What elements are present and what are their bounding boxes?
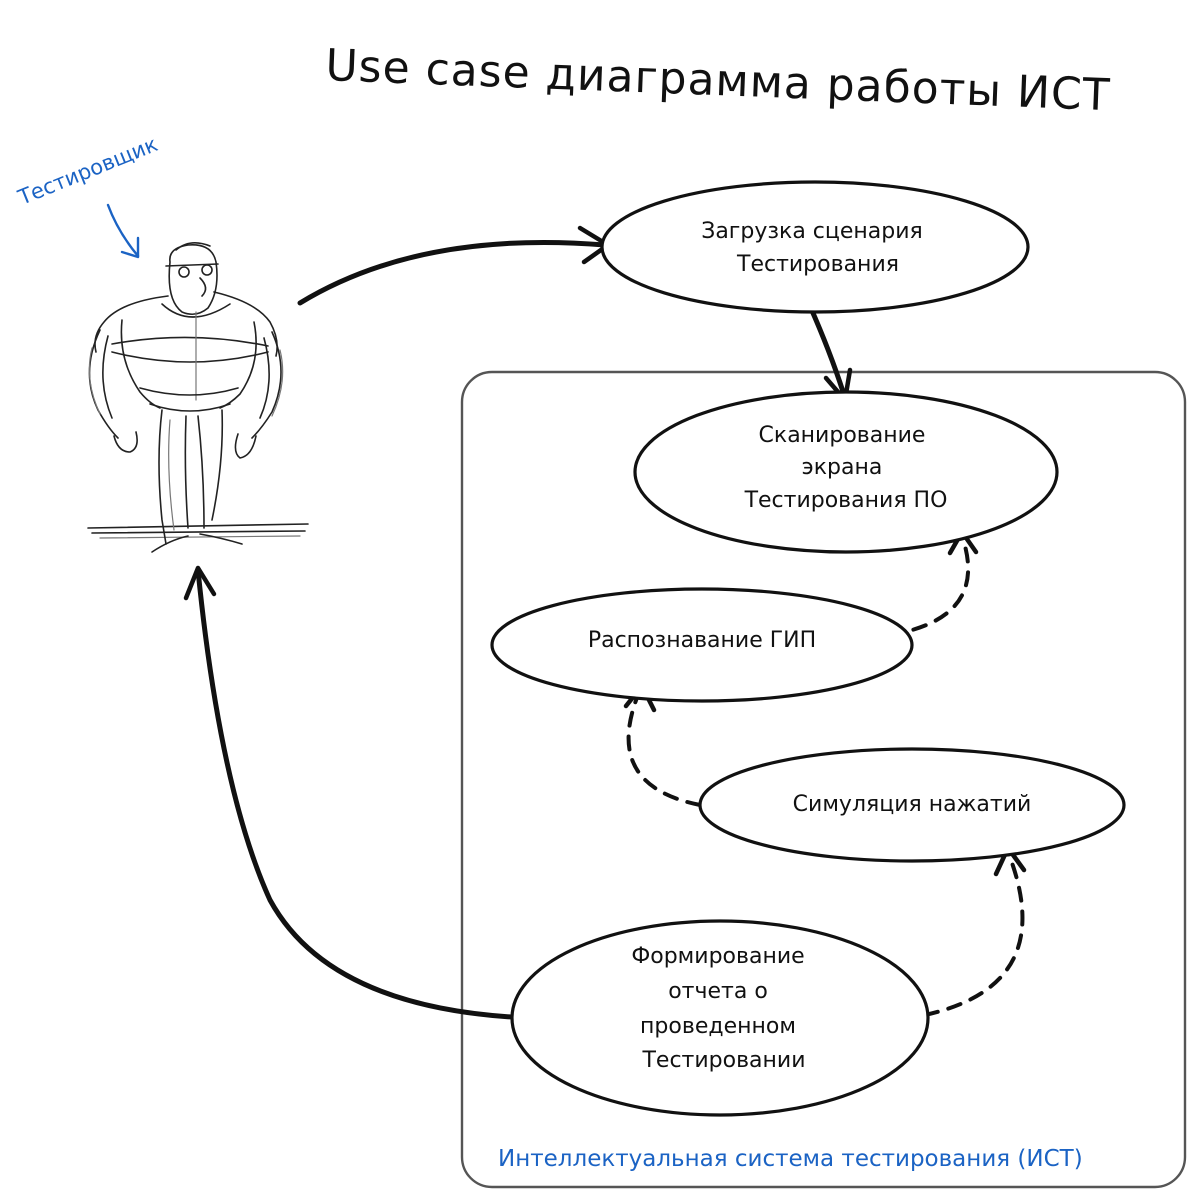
use-case-load-line1: Загрузка сценария: [701, 219, 923, 244]
use-case-recognize-gui[interactable]: Распознавание ГИП: [490, 587, 914, 703]
arrow-simulate-to-recognize: [623, 683, 702, 807]
actor-label: Тестировщик: [14, 132, 161, 210]
use-case-report-line4: Тестировании: [641, 1048, 805, 1073]
system-boundary-label: Интеллектуальная система тестирования (И…: [498, 1146, 1083, 1172]
system-boundary: [460, 370, 1187, 1189]
arrow-report-to-simulate: [923, 845, 1027, 1017]
use-case-report-line2: отчета о: [668, 979, 768, 1004]
actor-pointer-arrow: [106, 203, 140, 259]
use-case-simulate-clicks[interactable]: Симуляция нажатий: [698, 747, 1126, 863]
use-case-scan-line3: Тестирования ПО: [744, 488, 948, 513]
use-case-scan-screen[interactable]: Сканирование экрана Тестирования ПО: [633, 390, 1059, 554]
use-case-report-line3: проведенном: [640, 1014, 796, 1039]
use-case-scan-line1: Сканирование: [759, 423, 926, 448]
use-case-form-report[interactable]: Формирование отчета о проведенном Тестир…: [510, 919, 930, 1117]
arrow-actor-to-load: [297, 225, 611, 306]
arrow-report-to-actor: [183, 565, 533, 1021]
tester-figure-icon: [87, 242, 309, 553]
use-case-report-line1: Формирование: [631, 944, 804, 969]
use-case-load-scenario[interactable]: Загрузка сценария Тестирования: [600, 180, 1030, 314]
use-case-simulate-line1: Симуляция нажатий: [793, 792, 1032, 817]
use-case-recognize-line1: Распознавание ГИП: [588, 628, 816, 653]
diagram-title: Use case диаграмма работы ИСТ: [325, 40, 1112, 121]
use-case-load-line2: Тестирования: [736, 252, 899, 277]
use-case-scan-line2: экрана: [802, 455, 883, 480]
